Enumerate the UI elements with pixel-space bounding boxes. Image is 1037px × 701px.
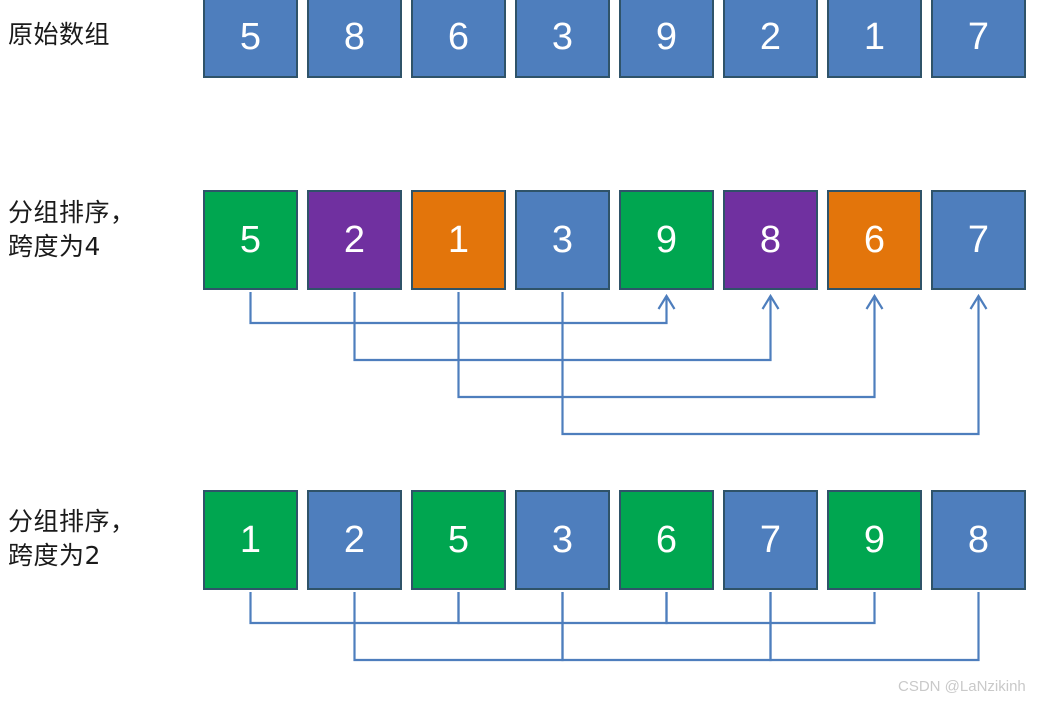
array-cell: 2 bbox=[307, 190, 402, 290]
connector-line bbox=[769, 592, 980, 662]
array-cell: 8 bbox=[931, 490, 1026, 590]
array-cell: 1 bbox=[411, 190, 506, 290]
connector-line bbox=[561, 292, 980, 436]
array-cell: 7 bbox=[931, 190, 1026, 290]
connector-arrowhead-icon bbox=[969, 293, 988, 310]
array-cell: 5 bbox=[203, 0, 298, 78]
array-cell: 5 bbox=[411, 490, 506, 590]
connector-arrowhead-icon bbox=[761, 293, 780, 310]
array-cell: 7 bbox=[723, 490, 818, 590]
array-cell: 6 bbox=[411, 0, 506, 78]
array-cell: 6 bbox=[827, 190, 922, 290]
array-cell: 2 bbox=[723, 0, 818, 78]
row-label-gap-2: 分组排序， 跨度为2 bbox=[8, 507, 136, 570]
connector-arrowhead-icon bbox=[657, 293, 676, 310]
connector-line bbox=[457, 292, 876, 399]
array-cell: 5 bbox=[203, 190, 298, 290]
array-cell: 1 bbox=[203, 490, 298, 590]
array-cell: 1 bbox=[827, 0, 922, 78]
array-cell: 3 bbox=[515, 0, 610, 78]
array-cell: 8 bbox=[723, 190, 818, 290]
array-cell: 6 bbox=[619, 490, 714, 590]
array-cell: 3 bbox=[515, 490, 610, 590]
array-cell: 3 bbox=[515, 190, 610, 290]
array-cell: 2 bbox=[307, 490, 402, 590]
watermark: CSDN @LaNzikinh bbox=[898, 678, 1026, 695]
connector-arrowhead-icon bbox=[865, 293, 884, 310]
row-label-gap-4: 分组排序， 跨度为4 bbox=[8, 198, 136, 261]
array-cell: 8 bbox=[307, 0, 402, 78]
array-cell: 7 bbox=[931, 0, 1026, 78]
array-cell: 9 bbox=[827, 490, 922, 590]
array-cell: 9 bbox=[619, 0, 714, 78]
array-cell: 9 bbox=[619, 190, 714, 290]
row-label-original-array: 原始数组 bbox=[8, 20, 111, 49]
